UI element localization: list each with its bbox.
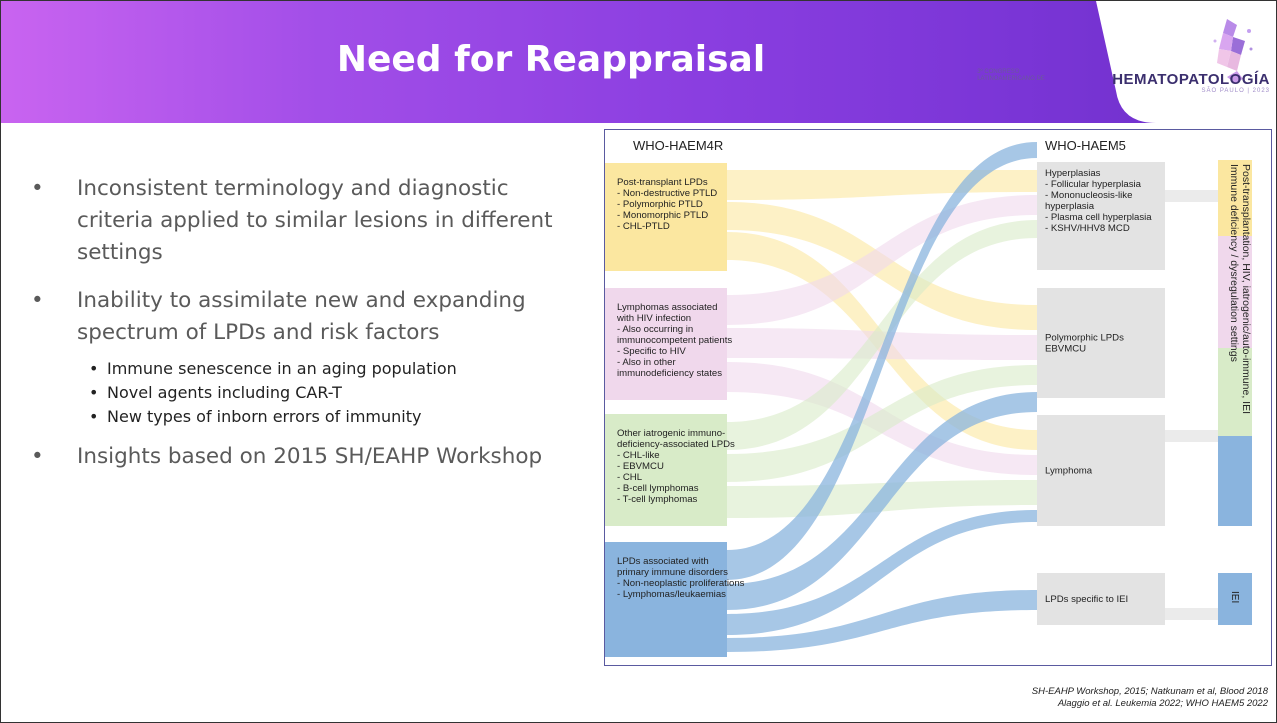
bullet-item: Inconsistent terminology and diagnostic … (31, 173, 591, 269)
right-node (1037, 573, 1165, 625)
citation: SH-EAHP Workshop, 2015; Natkunam et al, … (1032, 686, 1268, 710)
logo-emblem-icon (1213, 19, 1253, 83)
iei-bar (1218, 573, 1252, 625)
flow-band (727, 590, 1037, 652)
diagram-nodes (605, 160, 1252, 657)
iei-label: IEI (1229, 591, 1240, 603)
right-node-text: Lymphoma (1045, 466, 1093, 477)
flow-band (727, 170, 1037, 200)
left-node-text: with HIV infection (616, 313, 691, 324)
left-column-header: WHO-HAEM4R (633, 138, 723, 153)
right-node (1037, 162, 1165, 270)
side-bar-segment (1218, 160, 1252, 236)
right-column-header: WHO-HAEM5 (1045, 138, 1126, 153)
right-node-text: LPDs specific to IEI (1045, 594, 1128, 605)
flow-connector (1165, 430, 1218, 442)
right-node-text: hyperplasia (1045, 201, 1095, 212)
right-node-text: - Follicular hyperplasia (1045, 179, 1142, 190)
classification-flow-diagram: Post-transplant LPDs- Non-destructive PT… (604, 129, 1272, 666)
sub-bullet-item: Immune senescence in an aging population (85, 357, 591, 381)
left-node-text: - Specific to HIV (617, 346, 686, 357)
left-node-text: - CHL-like (617, 450, 660, 461)
side-label-line: Immune deficiency / dysregulation settin… (1228, 164, 1240, 362)
left-node-text: - Monomorphic PTLD (617, 210, 708, 221)
flow-band (727, 220, 1037, 450)
left-node-text: immunodeficiency states (617, 368, 722, 379)
logo-place: SÃO PAULO | 2023 (1201, 88, 1270, 94)
citation-line: Alaggio et al. Leukemia 2022; WHO HAEM5 … (1057, 698, 1268, 709)
flow-band (727, 195, 1037, 325)
left-node-text: Post-transplant LPDs (617, 177, 708, 188)
right-node (1037, 415, 1165, 526)
flow-band (727, 392, 1037, 610)
right-node-text: - KSHV/HHV8 MCD (1045, 223, 1130, 234)
bullet-list: Inconsistent terminology and diagnostic … (31, 173, 591, 489)
left-node-text: Other iatrogenic immuno- (617, 428, 725, 439)
left-node-text: deficiency-associated LPDs (617, 439, 735, 450)
slide-title: Need for Reappraisal (336, 39, 766, 80)
left-node (605, 542, 727, 657)
left-node-text: - Also in other (617, 357, 676, 368)
left-node-text: - Polymorphic PTLD (617, 199, 703, 210)
side-bar-segment (1218, 436, 1252, 526)
flow-band (727, 142, 1037, 580)
right-node-text: EBVMCU (1045, 344, 1086, 355)
left-node-text: - Non-destructive PTLD (617, 188, 717, 199)
right-node-text: - Mononucleosis-like (1045, 190, 1132, 201)
sub-bullet-item: Novel agents including CAR-T (85, 381, 591, 405)
flow-connector (1165, 608, 1218, 620)
flow-connector (1165, 190, 1218, 202)
left-node (605, 414, 727, 526)
left-node-text: primary immune disorders (617, 567, 728, 578)
flow-band (727, 365, 1037, 482)
diagram-labels: Post-transplant LPDs- Non-destructive PT… (616, 138, 1252, 605)
side-label-line: Post-transplantation, HIV, iatrogenic/au… (1240, 164, 1252, 414)
right-node-text: Hyperplasias (1045, 168, 1101, 179)
left-node-text: - CHL (617, 472, 643, 483)
left-node-text: - EBVMCU (617, 461, 664, 472)
citation-line: SH-EAHP Workshop, 2015; Natkunam et al, … (1031, 686, 1268, 697)
right-node (1037, 288, 1165, 398)
left-node-text: LPDs associated with (617, 556, 709, 567)
left-node-text: - T-cell lymphomas (617, 494, 698, 505)
left-node (605, 288, 727, 400)
left-node-text: - Also occurring in (617, 324, 693, 335)
bullet-item: Inability to assimilate new and expandin… (31, 285, 591, 349)
diagram-canvas: Post-transplant LPDs- Non-destructive PT… (605, 138, 1252, 657)
sub-bullet-list: Immune senescence in an aging population… (85, 357, 591, 429)
side-bar-segment (1218, 236, 1252, 348)
flow-band (727, 510, 1037, 635)
left-node-text: immunocompetent patients (617, 335, 732, 346)
left-node-text: - B-cell lymphomas (617, 483, 699, 494)
flow-bands (727, 142, 1218, 652)
left-node-text: - CHL-PTLD (617, 221, 670, 232)
congress-logo (1118, 15, 1268, 115)
right-node-text: - Plasma cell hyperplasia (1045, 212, 1152, 223)
left-node (605, 163, 727, 271)
sub-bullet-item: New types of inborn errors of immunity (85, 405, 591, 429)
left-node-text: - Non-neoplastic proliferations (617, 578, 745, 589)
right-node-text: Polymorphic LPDs (1045, 333, 1124, 344)
left-node-text: Lymphomas associated (617, 302, 717, 313)
side-bar-segment (1218, 348, 1252, 436)
left-node-text: - Lymphomas/leukaemias (617, 589, 726, 600)
logo-name: HEMATOPATOLOGÍA (1112, 71, 1270, 88)
bullet-item: Insights based on 2015 SH/EAHP Workshop (31, 441, 591, 473)
